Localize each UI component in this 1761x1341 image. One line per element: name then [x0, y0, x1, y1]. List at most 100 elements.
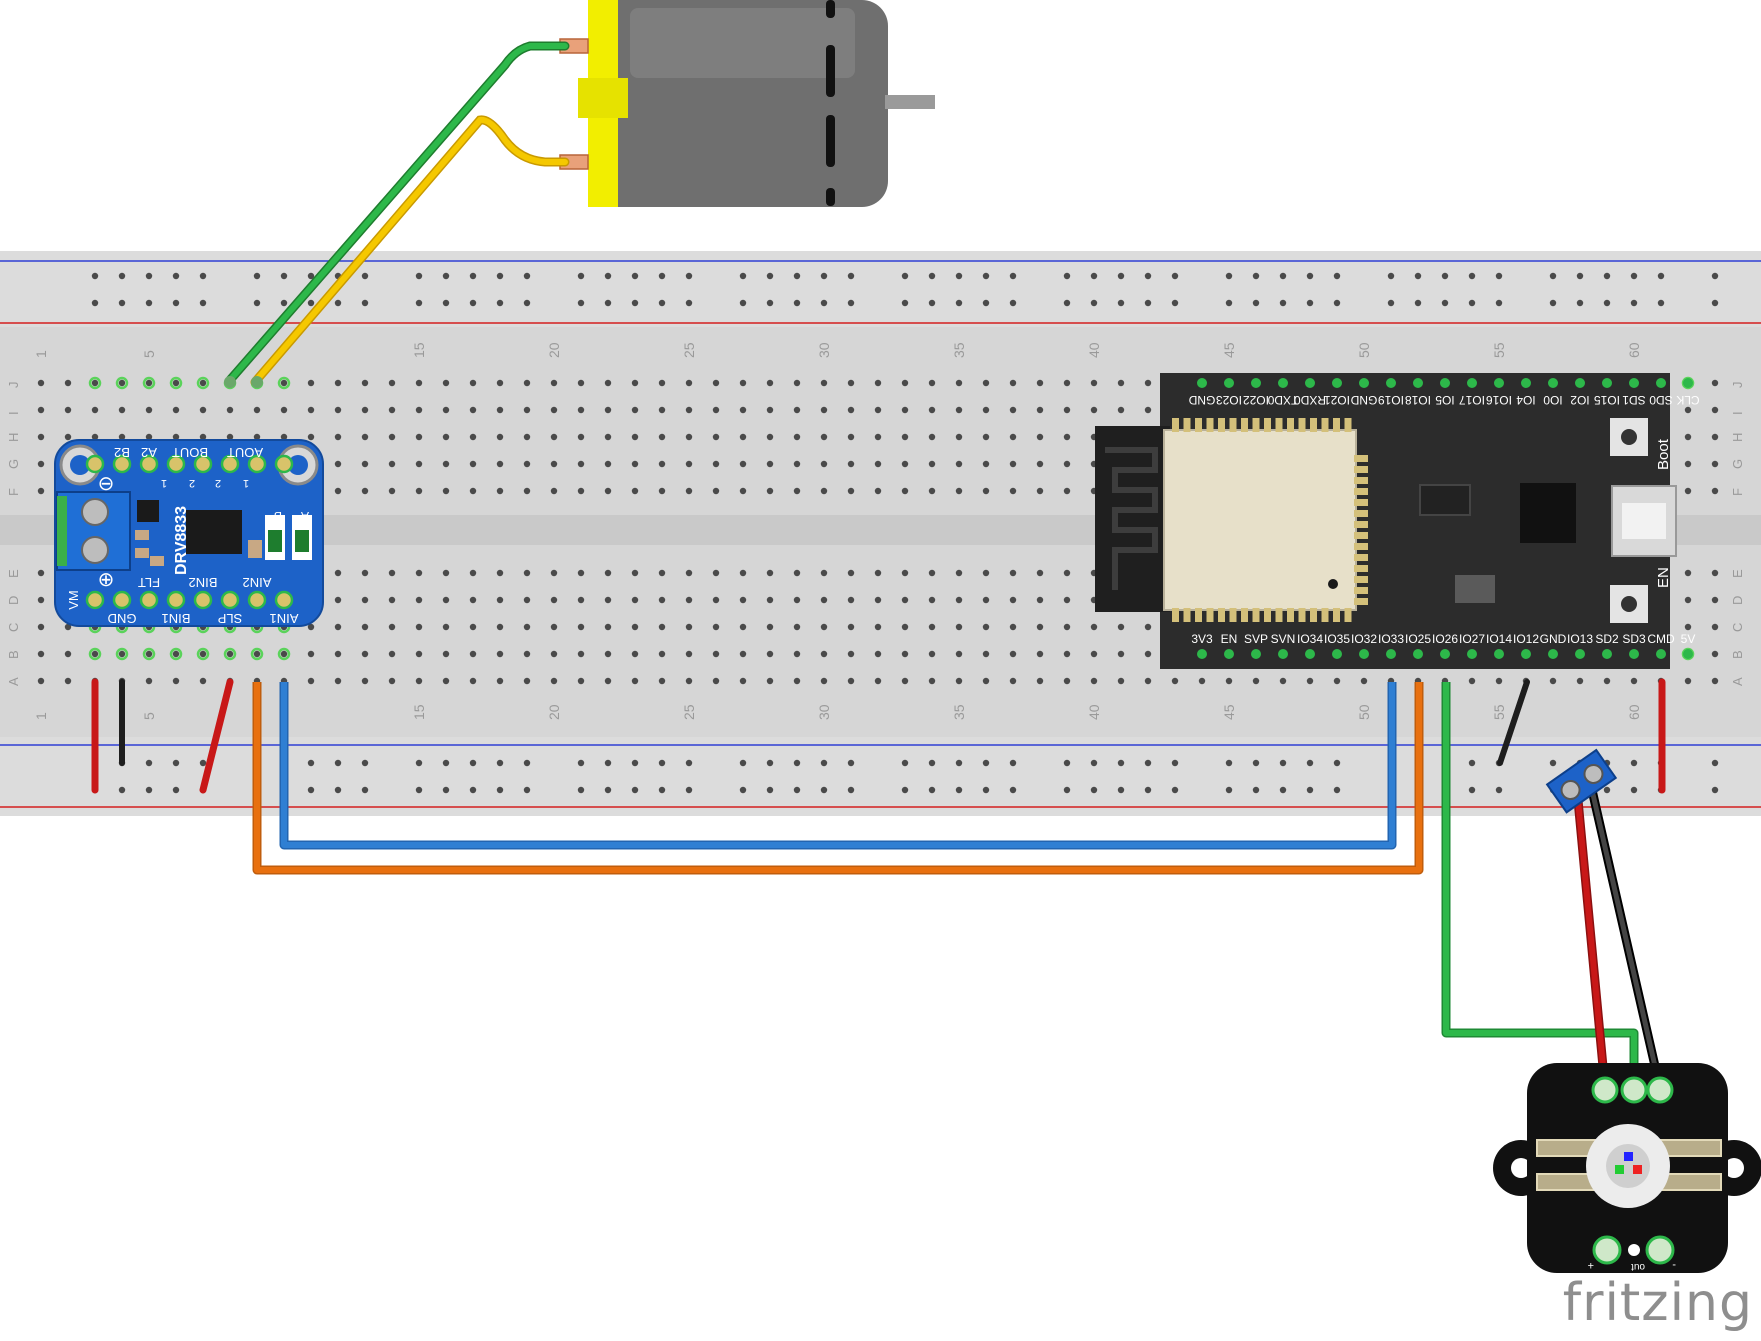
rail-hole [199, 299, 207, 307]
breadboard-hole [496, 569, 504, 577]
breadboard-hole [712, 433, 720, 441]
driver-bottom-pin [247, 590, 267, 610]
breadboard-hole [388, 650, 396, 658]
module-pad [1344, 608, 1352, 622]
esp32-bottom-pin-label: EN [1221, 632, 1238, 646]
breadboard-hole [1684, 433, 1692, 441]
rail-hole [496, 299, 504, 307]
breadboard-hole [280, 406, 288, 414]
screw-icon [1583, 763, 1604, 784]
breadboard-hole [253, 650, 261, 658]
column-number: 30 [816, 704, 832, 720]
breadboard-hole [37, 623, 45, 631]
rail-hole [820, 299, 828, 307]
breadboard-hole [631, 650, 639, 658]
breadboard-hole [739, 596, 747, 604]
breadboard-hole [631, 569, 639, 577]
breadboard-hole [874, 569, 882, 577]
boot-button-cap[interactable] [1621, 429, 1637, 445]
led-pin-minus-label: - [1672, 1259, 1676, 1271]
breadboard-hole [685, 460, 693, 468]
rail-hole [982, 786, 990, 794]
breadboard-hole [982, 596, 990, 604]
breadboard-hole [955, 650, 963, 658]
rail-hole [1711, 759, 1719, 767]
breadboard-hole [442, 406, 450, 414]
rail-hole [442, 299, 450, 307]
led-top-pin [1646, 1076, 1674, 1104]
rail-hole [334, 759, 342, 767]
module-pad [1206, 608, 1214, 622]
breadboard-hole [1684, 677, 1692, 685]
rail-hole [523, 272, 531, 280]
rail-hole [1252, 759, 1260, 767]
breadboard-hole [658, 623, 666, 631]
breadboard-hole [820, 650, 828, 658]
breadboard-hole [631, 487, 639, 495]
breadboard-hole [793, 596, 801, 604]
breadboard-hole [1090, 379, 1098, 387]
module-pad [1241, 418, 1248, 432]
breadboard-hole [1063, 433, 1071, 441]
esp32-top-pin [1386, 378, 1396, 388]
breadboard-hole [901, 677, 909, 685]
rail-hole [685, 299, 693, 307]
esp32-top-pin [1278, 378, 1288, 388]
esp32-bottom-pin-label: SVP [1244, 632, 1268, 646]
column-number: 20 [546, 704, 562, 720]
breadboard-hole [307, 623, 315, 631]
breadboard-hole [253, 406, 261, 414]
en-button-cap[interactable] [1621, 596, 1637, 612]
breadboard-hole [388, 379, 396, 387]
rail-hole [901, 759, 909, 767]
esp32-bottom-pin-label: SD2 [1595, 632, 1619, 646]
wire-yellow-motor-core [252, 116, 568, 385]
driver-bottom-pin-label: BIN1 [162, 611, 191, 626]
rail-hole [1009, 299, 1017, 307]
esp32-top-pin-label: IO4 [1516, 393, 1536, 407]
breadboard-hole [64, 379, 72, 387]
breadboard-hole [1306, 677, 1314, 685]
esp32-bottom-pin [1467, 649, 1477, 659]
breadboard-hole [1711, 433, 1719, 441]
breadboard-hole [1711, 460, 1719, 468]
breadboard-hole [523, 650, 531, 658]
motor-slot [826, 188, 835, 206]
breadboard-hole [766, 406, 774, 414]
module-pad [1275, 418, 1283, 432]
antenna-area [1095, 426, 1170, 612]
led-top-pin [1620, 1076, 1648, 1104]
breadboard-hole [901, 406, 909, 414]
breadboard-hole [361, 596, 369, 604]
esp32-bottom-pin [1602, 649, 1612, 659]
breadboard-hole [847, 596, 855, 604]
breadboard-hole [1063, 569, 1071, 577]
module-pad [1354, 499, 1368, 506]
esp32-bottom-pin [1413, 649, 1423, 659]
rail-hole [1225, 299, 1233, 307]
rail-hole [199, 759, 207, 767]
rail-hole [253, 299, 261, 307]
rail-hole [1306, 759, 1314, 767]
module-pad [1241, 608, 1248, 622]
breadboard-hole [145, 433, 153, 441]
breadboard-hole [64, 623, 72, 631]
breadboard-hole [415, 596, 423, 604]
breadboard-hole [631, 460, 639, 468]
breadboard-hole [37, 677, 45, 685]
row-label: G [6, 459, 21, 469]
esp32-top-pin [1548, 378, 1558, 388]
breadboard-hole [334, 460, 342, 468]
breadboard-hole [685, 569, 693, 577]
esp32-bottom-pin-label: IO12 [1513, 632, 1539, 646]
module-pad [1354, 554, 1368, 561]
breadboard-hole [37, 460, 45, 468]
rail-hole [1333, 299, 1341, 307]
esp32-bottom-pin [1548, 649, 1558, 659]
breadboard-hole [415, 623, 423, 631]
breadboard-hole [1117, 406, 1125, 414]
wire-red-led [1575, 797, 1608, 1091]
row-label: D [6, 596, 21, 605]
rail-hole [1117, 786, 1125, 794]
breadboard-hole [901, 623, 909, 631]
